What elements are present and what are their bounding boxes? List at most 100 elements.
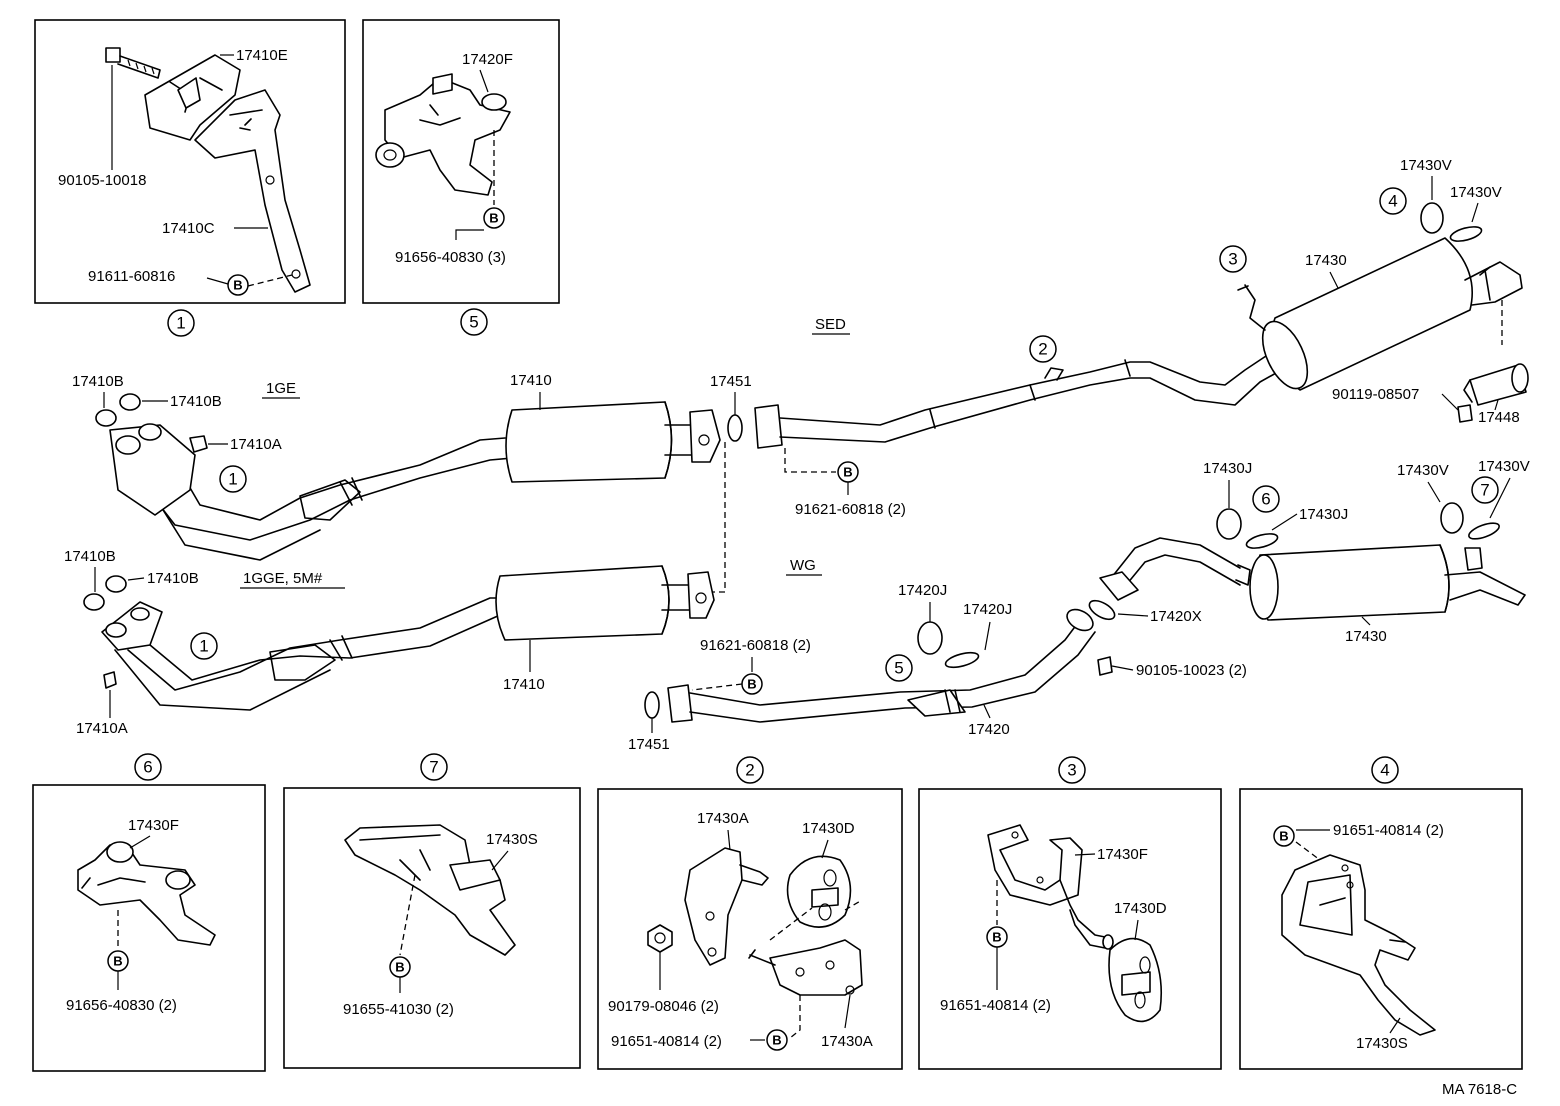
label-engine-1ge: 1GE [266, 380, 296, 397]
callout-4: 4 [1379, 187, 1407, 215]
svg-text:6: 6 [143, 758, 152, 777]
tail-pipe-17448 [1463, 363, 1529, 406]
callout-5: 5 [885, 654, 913, 682]
svg-text:7: 7 [429, 758, 438, 777]
label-17430f-3: 17430F [1097, 846, 1148, 863]
b-marker: B [483, 207, 505, 229]
label-17410-top: 17410 [510, 372, 552, 389]
detail-box-1: 17410E 90105-10018 17410C 91611-60816 B [34, 19, 346, 304]
callout-1: 1 [190, 632, 218, 660]
svg-text:5: 5 [469, 313, 478, 332]
bracket-17410e [144, 54, 241, 141]
label-90105-10018: 90105-10018 [58, 172, 146, 189]
label-17410b-b: 17410B [170, 393, 222, 410]
pre-muffler-17410-top [505, 401, 721, 483]
label-17420x: 17420X [1150, 608, 1202, 625]
label-90105-10023: 90105-10023 (2) [1136, 662, 1247, 679]
svg-text:1: 1 [228, 470, 237, 489]
svg-text:B: B [489, 211, 498, 226]
label-wg: WG [790, 557, 816, 574]
center-pipe-wg-17420 [667, 608, 1096, 723]
b-marker: B [986, 926, 1008, 948]
label-engine-1gge: 1GGE, 5M# [243, 570, 323, 587]
label-17420-bot: 17420 [968, 721, 1010, 738]
callout-4: 4 [1371, 756, 1399, 784]
diagram-reference-number: MA 7618-C [1442, 1081, 1517, 1098]
label-17430f-6: 17430F [128, 817, 179, 834]
svg-text:2: 2 [745, 761, 754, 780]
bracket-17420f [375, 73, 511, 196]
label-17430v-c: 17430V [1397, 462, 1449, 479]
svg-text:B: B [113, 954, 122, 969]
bolt-part [105, 47, 161, 79]
label-17430a-2b: 17430A [821, 1033, 873, 1050]
detail-box-2: 17430A 17430D 90179-08046 (2) 91651-4081… [597, 788, 903, 1070]
b-marker: B [107, 950, 129, 972]
label-17410-bot: 17410 [503, 676, 545, 693]
svg-text:1: 1 [176, 314, 185, 333]
bracket-17410c [194, 89, 311, 293]
label-17410b-c: 17410B [64, 548, 116, 565]
label-17430j-b: 17430J [1299, 506, 1348, 523]
label-17430v-d: 17430V [1478, 458, 1530, 475]
svg-text:B: B [772, 1033, 781, 1048]
label-17420f: 17420F [462, 51, 513, 68]
label-91656-40830-3: 91656-40830 (3) [395, 249, 506, 266]
svg-text:3: 3 [1228, 250, 1237, 269]
wg-pipe-to-muffler [1099, 537, 1241, 601]
label-sed: SED [815, 316, 846, 333]
detail-box-4: B 91651-40814 (2) 17430S [1239, 788, 1523, 1070]
label-17410c: 17410C [162, 220, 215, 237]
svg-text:1: 1 [199, 637, 208, 656]
callout-3: 3 [1058, 756, 1086, 784]
svg-text:2: 2 [1038, 340, 1047, 359]
callout-1: 1 [167, 309, 195, 337]
b-marker: B [389, 956, 411, 978]
label-17420j-a: 17420J [898, 582, 947, 599]
label-91651-40814-3: 91651-40814 (2) [940, 997, 1051, 1014]
label-91651-40814-4: 91651-40814 (2) [1333, 822, 1444, 839]
label-17420j-b: 17420J [963, 601, 1012, 618]
b-marker: B [741, 673, 763, 695]
detail-box-7: 17430S B 91655-41030 (2) [283, 787, 581, 1069]
label-17430d-2: 17430D [802, 820, 855, 837]
callout-6: 6 [134, 753, 162, 781]
svg-text:6: 6 [1261, 490, 1270, 509]
callout-6: 6 [1252, 485, 1280, 513]
svg-text:5: 5 [894, 659, 903, 678]
label-91621-60818-bot: 91621-60818 (2) [700, 637, 811, 654]
label-17451-bot: 17451 [628, 736, 670, 753]
svg-text:B: B [233, 278, 242, 293]
svg-text:4: 4 [1380, 761, 1389, 780]
callout-2: 2 [736, 756, 764, 784]
svg-text:B: B [747, 677, 756, 692]
label-90179-08046: 90179-08046 (2) [608, 998, 719, 1015]
label-17451-top: 17451 [710, 373, 752, 390]
label-91651-40814-2: 91651-40814 (2) [611, 1033, 722, 1050]
svg-text:B: B [395, 960, 404, 975]
main-muffler-17430-wg [1235, 544, 1526, 621]
label-17448: 17448 [1478, 409, 1520, 426]
label-17430a-2a: 17430A [697, 810, 749, 827]
svg-text:B: B [843, 465, 852, 480]
label-17430j-a: 17430J [1203, 460, 1252, 477]
svg-text:B: B [992, 930, 1001, 945]
b-marker: B [837, 461, 859, 483]
label-17430-wg: 17430 [1345, 628, 1387, 645]
label-91655-41030: 91655-41030 (2) [343, 1001, 454, 1018]
label-17410e: 17410E [236, 47, 288, 64]
front-pipe-1ge [109, 423, 513, 561]
label-17430v-b: 17430V [1450, 184, 1502, 201]
label-90119-08507: 90119-08507 [1332, 386, 1419, 403]
callout-2: 2 [1029, 335, 1057, 363]
label-17410a-bot: 17410A [76, 720, 128, 737]
label-17430s-7: 17430S [486, 831, 538, 848]
label-17410a-top: 17410A [230, 436, 282, 453]
pre-muffler-17410-bot [495, 565, 715, 641]
b-marker: B [227, 274, 249, 296]
callout-5: 5 [460, 308, 488, 336]
svg-text:B: B [1279, 829, 1288, 844]
label-17430v-a: 17430V [1400, 157, 1452, 174]
detail-box-5: 17420F B 91656-40830 (3) [362, 19, 560, 304]
